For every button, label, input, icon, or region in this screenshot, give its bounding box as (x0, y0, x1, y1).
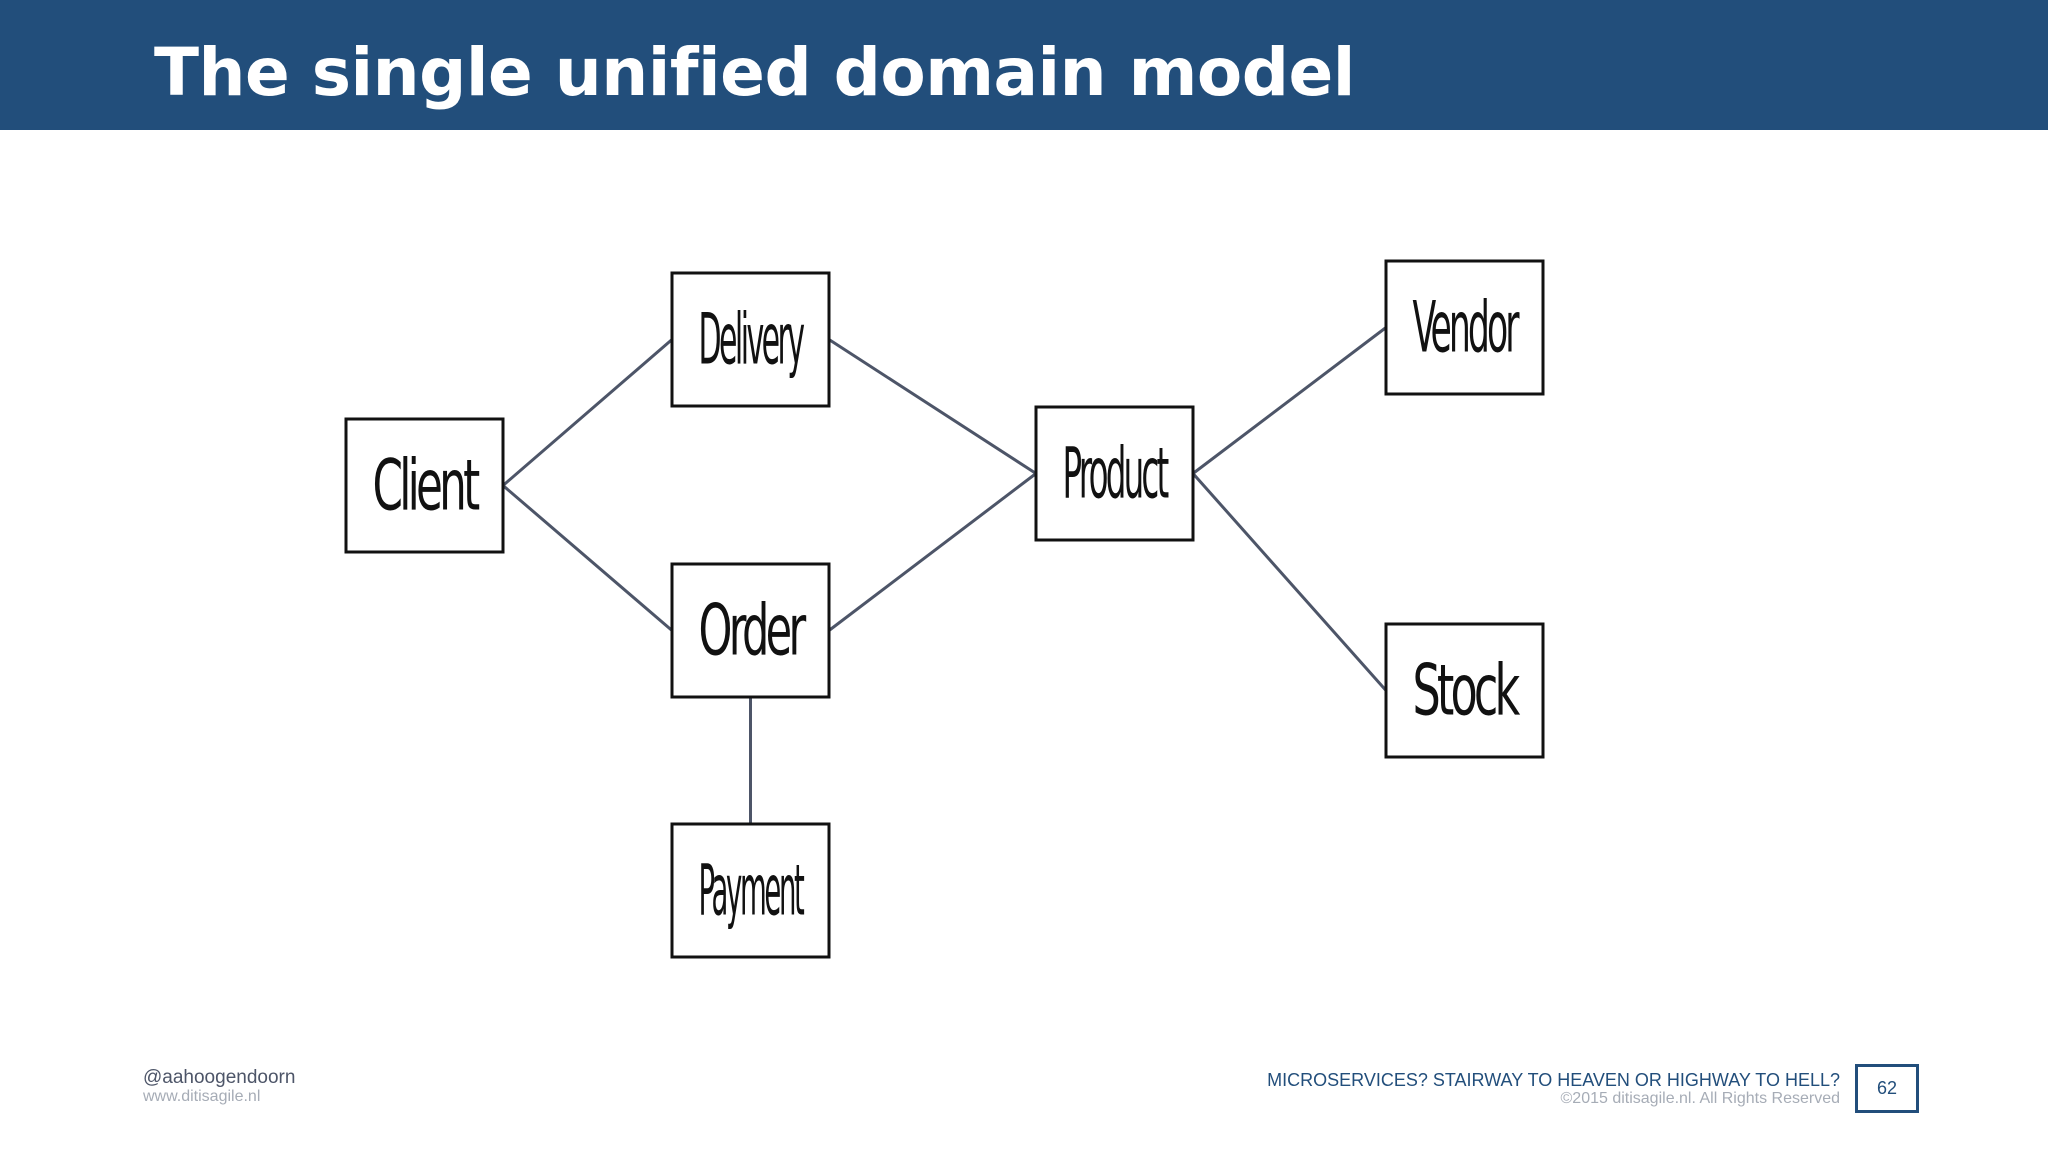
node-label-delivery: Delivery (699, 299, 805, 381)
node-box-payment (670, 822, 831, 959)
node-label-order: Order (699, 590, 807, 672)
node-box-order (670, 562, 831, 699)
node-label-stock: Stock (1413, 650, 1521, 732)
node-label-product: Product (1063, 433, 1169, 515)
node-payment: Payment (670, 822, 831, 959)
twitter-handle: @aahoogendoorn (143, 1067, 296, 1088)
edge-order-product (828, 472, 1037, 632)
node-stock: Stock (1384, 622, 1545, 759)
edge-product-stock (1191, 472, 1388, 692)
node-label-vendor: Vendor (1413, 287, 1520, 369)
page-number-badge: 62 (1855, 1064, 1919, 1113)
node-box-client (344, 417, 505, 554)
node-label-payment: Payment (699, 850, 805, 932)
talk-title: MICROSERVICES? STAIRWAY TO HEAVEN OR HIG… (1267, 1070, 1840, 1090)
node-product: Product (1034, 405, 1195, 542)
slide-header: The single unified domain model (0, 0, 2048, 130)
edge-product-vendor (1192, 326, 1387, 475)
node-box-product (1034, 405, 1195, 542)
node-order: Order (670, 562, 831, 699)
edge-client-delivery (502, 338, 673, 487)
diagram-edges (502, 326, 1388, 824)
copyright-notice: ©2015 ditisagile.nl. All Rights Reserved (1560, 1090, 1841, 1107)
footer-left: @aahoogendoorn www.ditisagile.nl (143, 1068, 295, 1106)
edge-client-order (502, 484, 673, 632)
node-vendor: Vendor (1384, 259, 1545, 396)
footer-right: MICROSERVICES? STAIRWAY TO HEAVEN OR HIG… (1267, 1070, 1840, 1108)
node-client: Client (344, 417, 505, 554)
node-box-delivery (670, 271, 831, 408)
node-box-stock (1384, 622, 1545, 759)
node-delivery: Delivery (670, 271, 831, 408)
node-box-vendor (1384, 259, 1545, 396)
node-label-client: Client (373, 445, 480, 527)
page-number: 62 (1876, 1078, 1898, 1098)
slide-title: The single unified domain model (154, 34, 1355, 111)
edge-delivery-product (828, 338, 1037, 475)
website-url: www.ditisagile.nl (143, 1088, 261, 1105)
